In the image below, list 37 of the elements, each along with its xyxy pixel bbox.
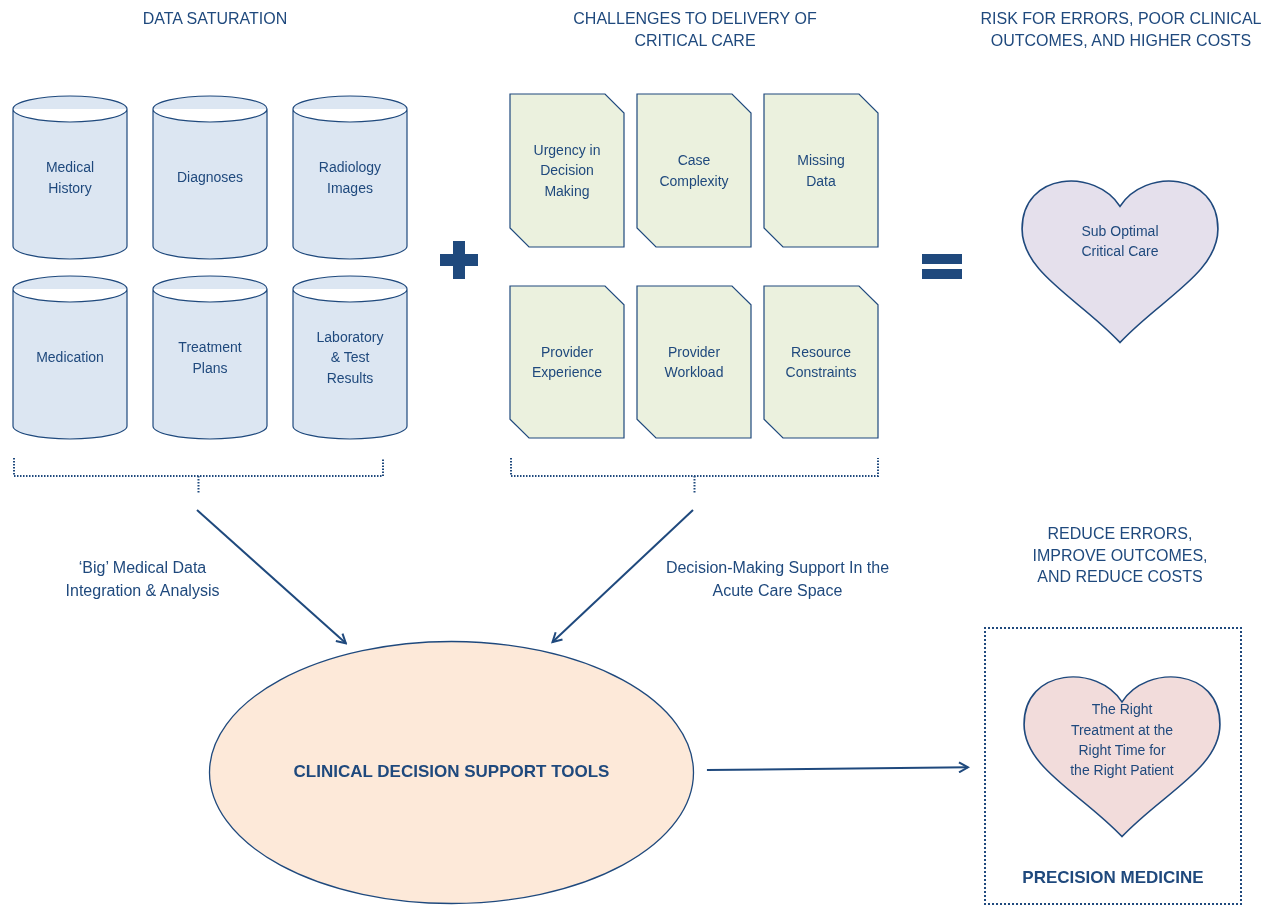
document-card — [763, 93, 879, 248]
section-heading: RISK FOR ERRORS, POOR CLINICAL OUTCOMES, AND HIGHER COSTS — [979, 9, 1263, 51]
document-card — [636, 285, 752, 439]
node-text: Provider Experience — [531, 342, 604, 382]
arrow — [196, 509, 347, 645]
document-card — [763, 285, 879, 439]
node-text: CLINICAL DECISION SUPPORT TOOLS — [292, 761, 611, 784]
node-text: Medication — [35, 348, 105, 368]
section-heading: CHALLENGES TO DELIVERY OF CRITICAL CARE — [572, 9, 818, 51]
node-text: Radiology Images — [317, 158, 383, 198]
arrow — [705, 761, 969, 774]
arrow — [551, 509, 694, 643]
node-text: Provider Workload — [663, 342, 725, 382]
database-cylinder — [12, 95, 128, 260]
node-text: Missing Data — [796, 151, 846, 191]
section-heading: DATA SATURATION — [141, 9, 289, 29]
document-card — [509, 285, 625, 439]
node-text: Treatment Plans — [177, 338, 243, 378]
database-cylinder — [152, 95, 268, 260]
document-card — [636, 93, 752, 248]
node-text: Sub Optimal Critical Care — [1080, 221, 1160, 261]
node-text: The Right Treatment at the Right Time for the Right Patient — [1069, 700, 1175, 781]
database-cylinder — [12, 275, 128, 440]
dotted-frame — [984, 627, 1242, 905]
node-text: PRECISION MEDICINE — [1021, 867, 1205, 890]
database-cylinder — [292, 275, 408, 440]
node-text: Diagnoses — [175, 168, 245, 188]
node-text: Medical History — [44, 158, 96, 198]
node-text: Laboratory & Test Results — [315, 328, 385, 388]
node-text: Case Complexity — [658, 151, 730, 191]
database-cylinder — [292, 95, 408, 260]
document-card — [509, 93, 625, 248]
node-text: Resource Constraints — [784, 342, 858, 382]
database-cylinder — [152, 275, 268, 440]
section-heading: REDUCE ERRORS, IMPROVE OUTCOMES, AND REDUCE COSTS — [1031, 524, 1209, 588]
node-text: Urgency in Decision Making — [532, 141, 602, 201]
ellipse-node — [208, 640, 695, 905]
